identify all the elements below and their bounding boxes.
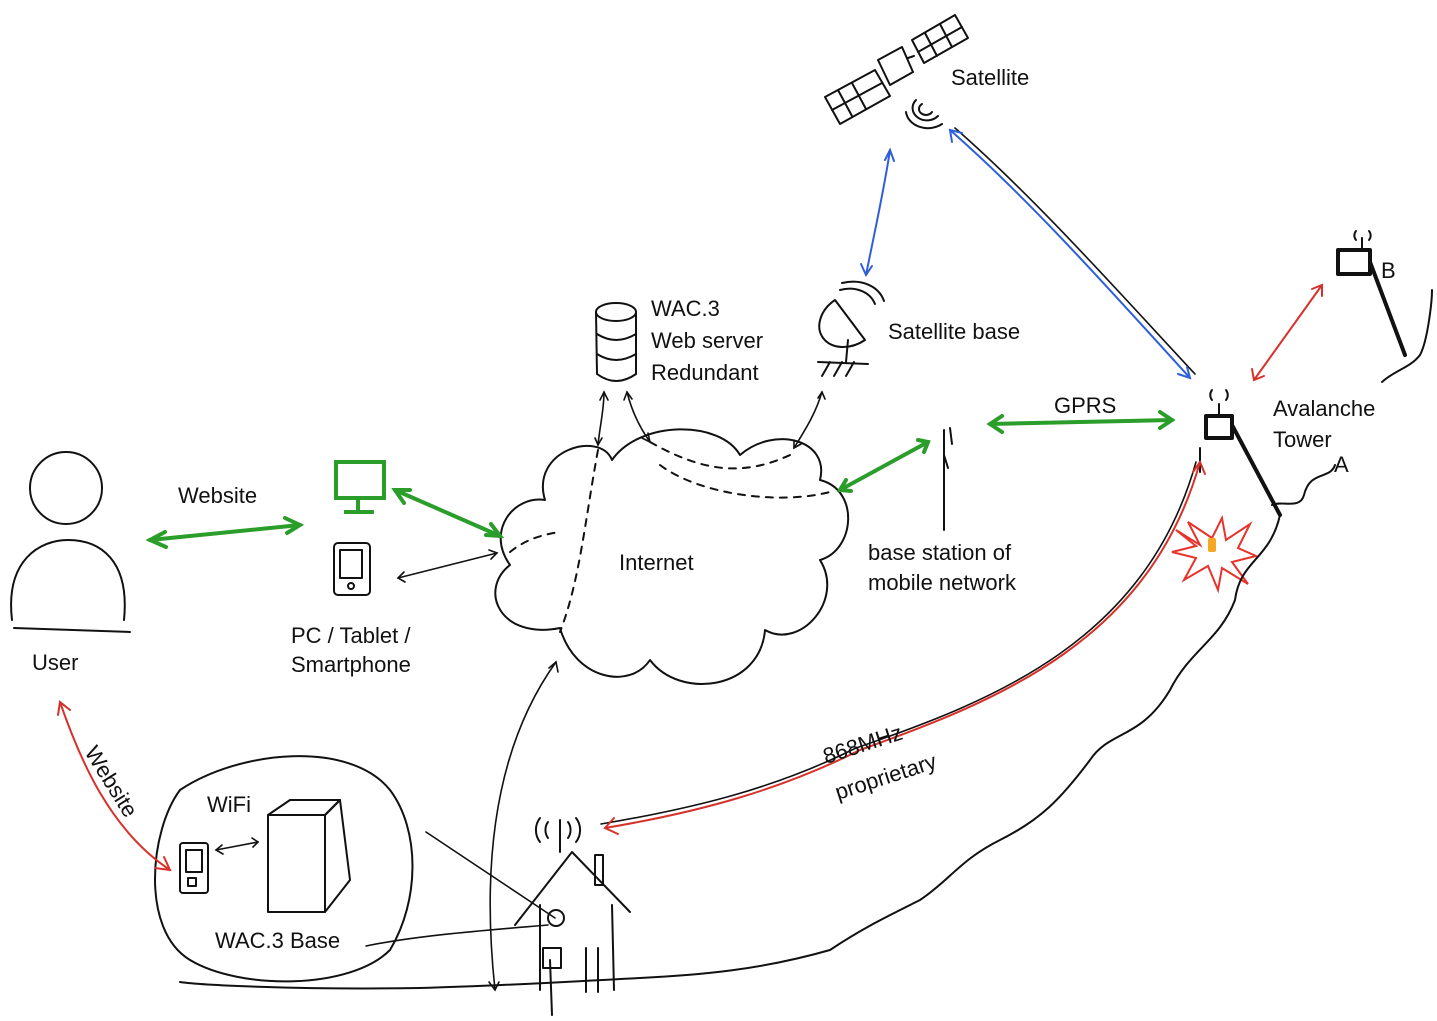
house-internet-link xyxy=(488,660,559,992)
gprs-label: GPRS xyxy=(1054,393,1116,418)
small-phone-icon xyxy=(179,842,209,894)
wifi-link xyxy=(214,837,260,855)
gprs-link xyxy=(986,410,1176,434)
base-station-line1: base station of xyxy=(868,540,1012,565)
devices-line2: Smartphone xyxy=(291,652,411,677)
monitor-internet-link xyxy=(391,488,505,539)
tower-b-label: B xyxy=(1381,258,1396,283)
tower-a-label: A xyxy=(1334,452,1349,477)
tower-a-b-link xyxy=(1251,283,1323,382)
sensor-icon xyxy=(1208,538,1216,552)
website-link-side xyxy=(57,700,172,872)
wac-server-line1: WAC.3 xyxy=(651,296,720,321)
explosion-icon xyxy=(1171,514,1260,594)
tower-a-icon xyxy=(1199,389,1282,517)
satellite-base-label: Satellite base xyxy=(888,319,1020,344)
internet-cloud xyxy=(494,428,850,685)
satellite-dish-icon xyxy=(817,280,885,377)
wac-server-line3: Redundant xyxy=(651,360,759,385)
wac-server-line2: Web server xyxy=(651,328,763,353)
devices-line1: PC / Tablet / xyxy=(291,623,411,648)
satellite-satbase-link xyxy=(860,147,895,278)
tower-b-icon xyxy=(1336,230,1407,357)
house-icon xyxy=(514,817,631,1016)
internet-label: Internet xyxy=(619,550,694,575)
wac-base-label: WAC.3 Base xyxy=(215,928,340,953)
phone-icon xyxy=(333,542,371,596)
mountain-outline xyxy=(179,289,1433,990)
server-internet-links xyxy=(594,390,652,447)
monitor-icon xyxy=(334,460,386,514)
phone-internet-link xyxy=(396,549,499,583)
base-station-line2: mobile network xyxy=(868,570,1017,595)
satellite-tower-link xyxy=(948,127,1196,380)
base-station-icon xyxy=(943,427,953,531)
satellite-label: Satellite xyxy=(951,65,1029,90)
website-link-top xyxy=(145,516,305,549)
user-icon xyxy=(10,451,131,633)
user-label: User xyxy=(32,650,78,675)
wac-base-box-icon xyxy=(267,799,351,913)
basestation-internet-link xyxy=(836,438,931,493)
database-icon xyxy=(595,302,637,382)
radio-link-868 xyxy=(600,459,1206,835)
wifi-label: WiFi xyxy=(207,792,251,817)
avalanche-line1: Avalanche xyxy=(1273,396,1375,421)
avalanche-line2: Tower xyxy=(1273,427,1332,452)
satellite-icon xyxy=(824,14,969,130)
satbase-internet-link xyxy=(793,390,826,450)
website-top-label: Website xyxy=(178,483,257,508)
